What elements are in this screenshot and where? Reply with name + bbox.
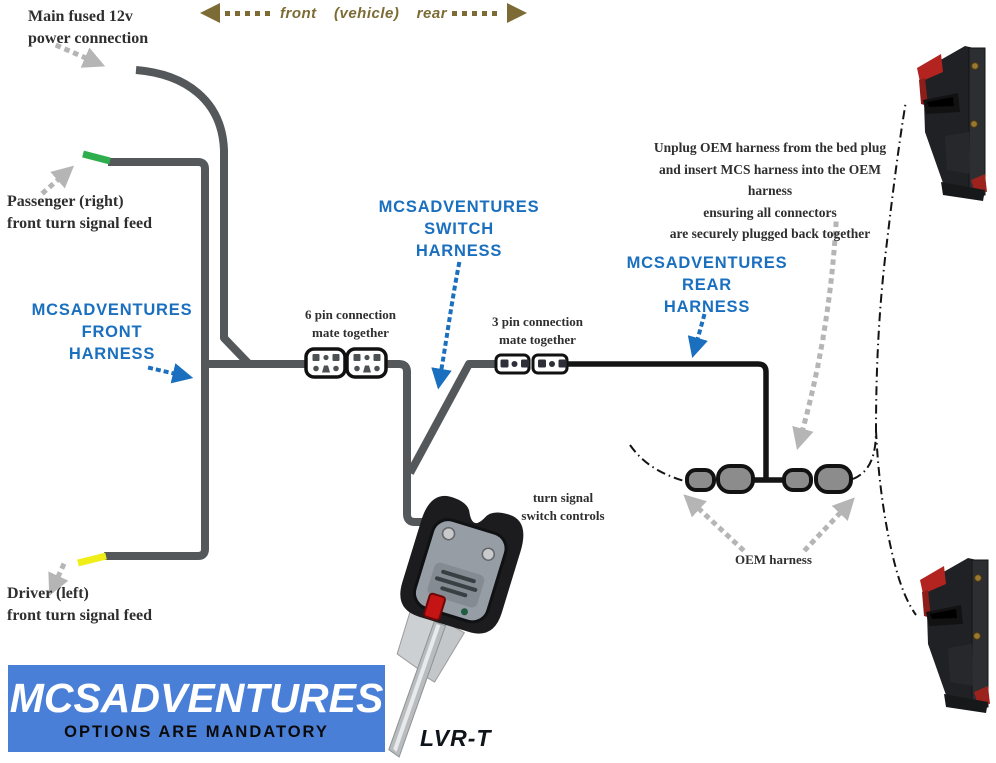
six-pin-connectors — [304, 347, 388, 379]
driver-arrow-icon — [48, 562, 69, 596]
label-switch-harness: MCSADVENTURES SWITCH HARNESS — [378, 198, 540, 260]
main-power-arrow-icon — [54, 42, 106, 68]
front-harness-wires — [104, 66, 500, 560]
oem-note-arrow-icon — [792, 221, 839, 451]
turn-feed-wire — [104, 158, 209, 560]
gray-pointer-arrows — [40, 42, 855, 596]
dotted-line-left — [225, 10, 275, 16]
label-switch-controls: turn signal switch controls — [521, 490, 605, 523]
yellow-wire-tip — [77, 552, 107, 567]
brand-title: MCSADVENTURES — [9, 674, 384, 721]
label-six-pin: 6 pin connection mate together — [304, 307, 396, 340]
front-to-switch-wire — [205, 360, 452, 526]
tail-light-bottom — [919, 557, 991, 714]
label-front-harness: MCSADVENTURES FRONT HARNESS — [31, 301, 193, 363]
three-pin-connectors — [494, 353, 569, 375]
front-rear-indicator: front (vehicle) rear — [200, 3, 528, 23]
label-rear-harness: MCSADVENTURES REAR HARNESS — [626, 254, 788, 316]
brand-subtitle: OPTIONS ARE MANDATORY — [64, 722, 329, 741]
front-arrow-icon — [200, 3, 220, 23]
front-rear-label: front (vehicle) rear — [280, 4, 448, 22]
switch-led — [423, 592, 446, 621]
label-oem-harness: OEM harness — [735, 552, 812, 567]
turn-signal-switch-photo — [388, 495, 524, 758]
switch-harness-arrow-icon — [431, 261, 462, 390]
front-harness-arrow-icon — [147, 363, 194, 384]
label-three-pin: 3 pin connection mate together — [491, 314, 583, 347]
label-oem-note: Unplug OEM harness from the bed plug and… — [653, 140, 887, 241]
rear-arrow-icon — [507, 3, 528, 23]
passenger-arrow-icon — [40, 165, 75, 196]
rear-harness-wire — [565, 361, 790, 483]
product-code-label: LVR-T — [420, 725, 492, 751]
switch-to-3pin-wire — [406, 360, 500, 475]
tail-light-top — [916, 45, 988, 202]
label-driver-feed: Driver (left) front turn signal feed — [7, 585, 153, 624]
blue-pointer-arrows — [147, 261, 708, 390]
oem-left-arrow-icon — [683, 494, 746, 553]
oem-right-arrow-icon — [802, 497, 855, 553]
oem-plug-connectors — [685, 464, 853, 494]
label-passenger-feed: Passenger (right) front turn signal feed — [7, 193, 153, 232]
brand-banner: MCSADVENTURES OPTIONS ARE MANDATORY — [8, 665, 385, 752]
dotted-line-right — [452, 10, 503, 16]
main-power-wire — [135, 66, 252, 367]
green-wire-tip — [82, 150, 111, 165]
rear-harness-arrow-icon — [687, 313, 708, 359]
oem-harness-wire — [629, 100, 917, 616]
label-main-power: Main fused 12v power connection — [28, 8, 149, 47]
